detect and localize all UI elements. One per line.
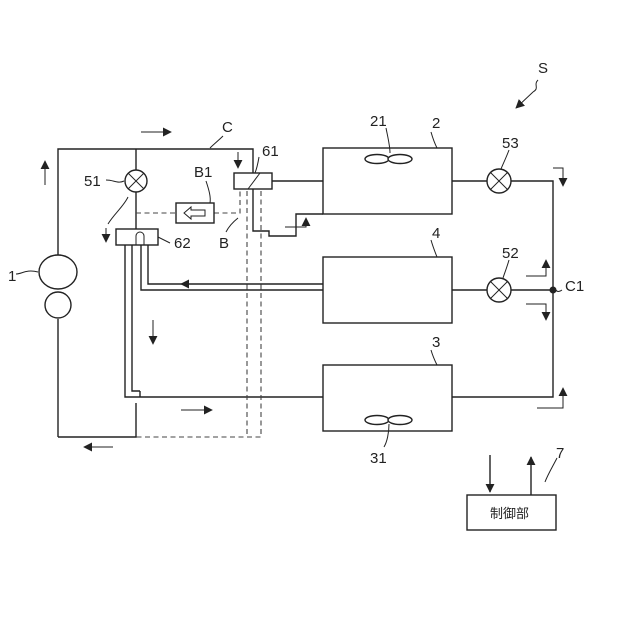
label-valve-53: 53 [502, 135, 519, 152]
expansion-valve-53 [487, 169, 511, 193]
label-hx-4: 4 [432, 225, 440, 242]
label-junction-62: 62 [174, 235, 191, 252]
junction-61 [234, 173, 272, 189]
label-circuit: C [222, 119, 233, 136]
label-fan-21: 21 [370, 113, 387, 130]
junction-62 [116, 229, 158, 245]
expansion-valve-51 [125, 170, 147, 192]
expansion-valve-52 [487, 278, 511, 302]
label-controller-ref: 7 [556, 445, 564, 462]
label-hx-3: 3 [432, 334, 440, 351]
heat-exchanger-4 [323, 257, 452, 323]
label-valve-52: 52 [502, 245, 519, 262]
label-compressor: 1 [8, 268, 16, 285]
label-branch-device: B1 [194, 164, 212, 181]
label-valve-51: 51 [84, 173, 101, 190]
label-node-c1: C1 [565, 278, 584, 295]
label-system: S [538, 60, 548, 77]
label-hx-2: 2 [432, 115, 440, 132]
label-branch: B [219, 235, 229, 252]
label-junction-61: 61 [262, 143, 279, 160]
compressor [39, 255, 77, 318]
leader-lines [16, 80, 562, 482]
controller-label: 制御部 [490, 506, 529, 521]
branch-device-b1 [176, 203, 214, 223]
label-fan-31: 31 [370, 450, 387, 467]
circuit-piping [58, 149, 553, 437]
node-c1 [550, 287, 557, 294]
